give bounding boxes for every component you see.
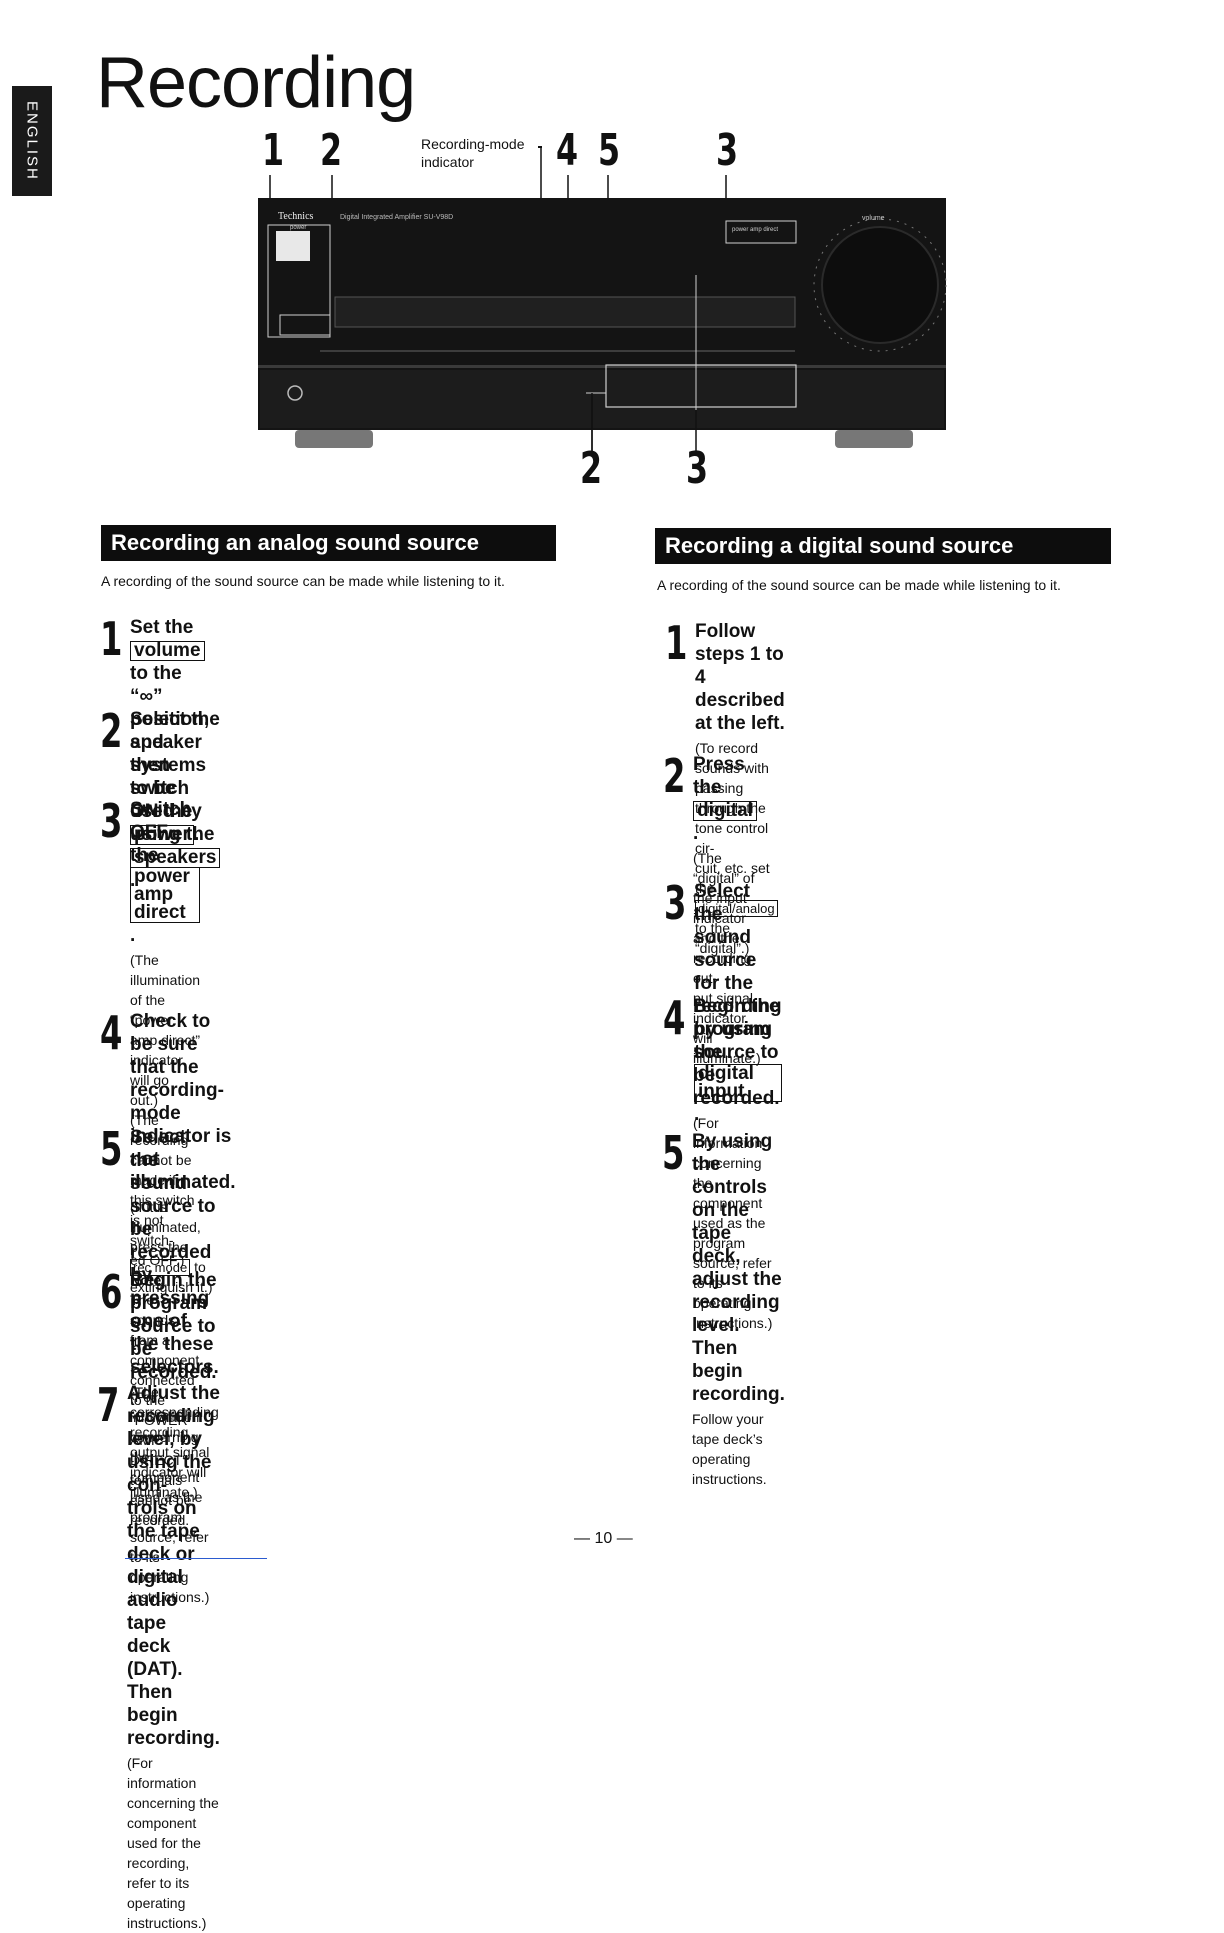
digital-intro: A recording of the sound source can be m… <box>657 577 1061 593</box>
rec-mode-key: rec mode <box>130 1259 191 1276</box>
callout-1: 1 <box>262 125 285 176</box>
digital-input-key: digital input <box>694 1064 782 1102</box>
analog-intro: A recording of the sound source can be m… <box>101 573 505 589</box>
power-button-label: power <box>290 225 306 231</box>
callout-bottom-2: 2 <box>580 443 603 494</box>
callout-3: 3 <box>716 125 739 176</box>
step-number: 1 <box>665 616 688 670</box>
callout-bottom-3: 3 <box>686 443 709 494</box>
step-number: 3 <box>100 794 123 848</box>
model-text: Digital Integrated Amplifier SU-V98D <box>340 214 453 221</box>
step-number: 6 <box>100 1265 123 1319</box>
step-number: 5 <box>662 1126 685 1180</box>
amplifier-figure: 1 2 Recording-mode indicator 4 5 3 <box>250 125 960 505</box>
step-number: 5 <box>100 1122 123 1176</box>
page-number: — 10 — <box>574 1530 633 1547</box>
step-number: 4 <box>663 991 686 1045</box>
callout-5: 5 <box>598 125 621 176</box>
power-amp-direct-key: power amp direct <box>130 867 201 923</box>
step-number: 2 <box>663 749 686 803</box>
volume-knob-label: volume <box>862 215 885 222</box>
step-number: 3 <box>664 876 687 930</box>
step-number: 1 <box>100 612 123 666</box>
volume-key: volume <box>130 641 205 661</box>
language-tab-label: ENGLISH <box>23 101 41 181</box>
step-number: 7 <box>97 1378 120 1432</box>
power-amp-direct-label: power amp direct <box>732 227 778 233</box>
step-number: 4 <box>100 1006 123 1060</box>
amplifier-drawing: Technics Digital Integrated Amplifier SU… <box>258 146 947 455</box>
analog-section-header: Recording an analog sound source <box>101 525 556 561</box>
callout-4: 4 <box>556 125 579 176</box>
step-number: 2 <box>100 704 123 758</box>
digital-key: digital <box>693 801 757 821</box>
recording-mode-indicator-label: Recording-mode indicator <box>421 136 525 170</box>
brand-text: Technics <box>278 211 314 222</box>
digital-analog-key: digital/analog <box>695 900 778 917</box>
language-tab: ENGLISH <box>12 86 52 196</box>
page-title: Recording <box>96 43 416 123</box>
callout-2: 2 <box>320 125 343 176</box>
digital-section-header: Recording a digital sound source <box>655 528 1111 564</box>
footer-line <box>125 1558 267 1559</box>
note-label: Note: <box>130 1272 166 1288</box>
power-key: power <box>130 825 194 845</box>
